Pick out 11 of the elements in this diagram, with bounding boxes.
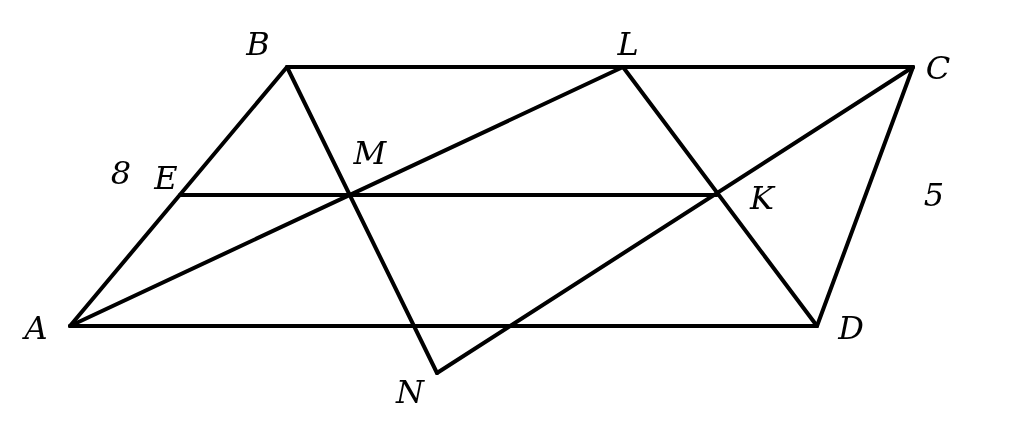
point-label: K [750, 182, 774, 214]
length-label: 5 [923, 179, 945, 211]
point-label: B [246, 28, 270, 60]
point-label: C [925, 52, 951, 84]
point-label: A [24, 312, 48, 344]
point-label: E [154, 162, 178, 194]
point-label: N [396, 376, 424, 408]
point-label: D [838, 312, 864, 344]
point-label: M [353, 137, 387, 169]
length-label: 8 [110, 157, 132, 189]
point-label: L [617, 28, 639, 60]
